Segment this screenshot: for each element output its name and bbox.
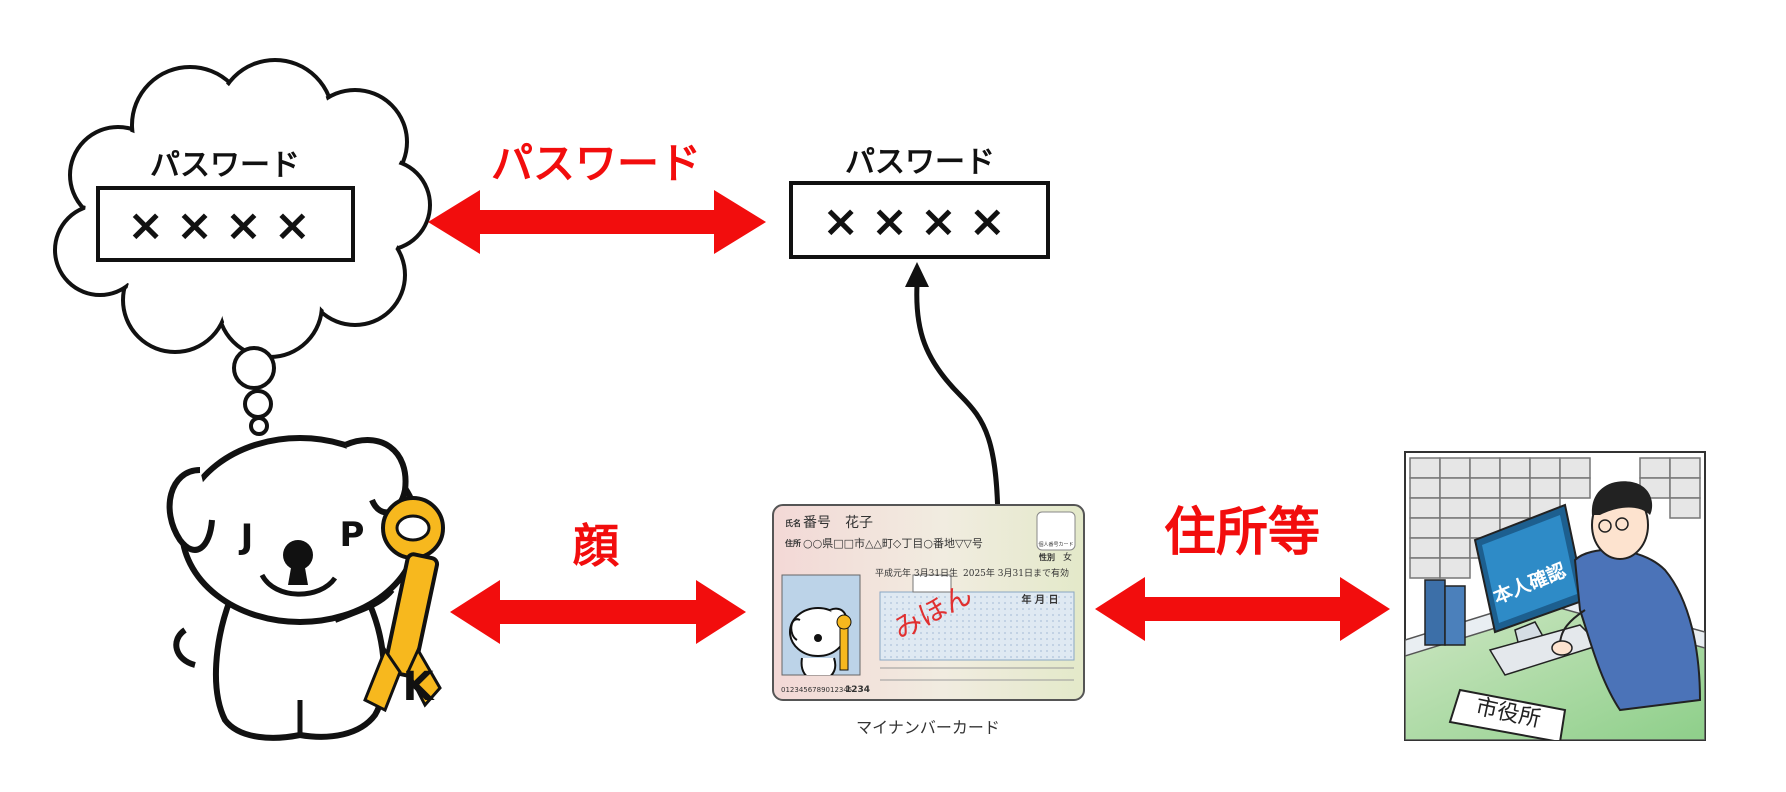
card-name-label: 氏名 <box>785 518 801 528</box>
card-badge: 個人番号カード <box>1038 541 1073 548</box>
office-monitor <box>1473 503 1602 676</box>
card-address-label: 住所 <box>785 538 801 548</box>
server-password-masked: ×××× <box>822 196 1017 247</box>
card-sex-label: 性別 <box>1039 552 1055 562</box>
cloud-password-box <box>96 186 355 262</box>
password-arrow-label: パスワード <box>491 139 701 188</box>
address-arrow-label: 住所等 <box>1164 503 1320 563</box>
address-double-arrow <box>1095 577 1390 641</box>
cloud-password-title: パスワード <box>150 148 300 183</box>
city-office-illustration <box>1404 451 1706 741</box>
mascot-letter-j: J <box>239 517 254 557</box>
card-name-value: 番号 花子 <box>803 515 873 531</box>
card-birth-line: 平成元年 3月31日生 <box>875 567 958 579</box>
server-password-box <box>789 181 1050 259</box>
card-expiry-line: 2025年 3月31日まで有効 <box>963 567 1069 579</box>
cloud-password-masked: ×××× <box>127 200 322 251</box>
card-caption: マイナンバーカード <box>856 718 1000 737</box>
password-double-arrow <box>428 190 766 254</box>
thought-bubbles <box>232 346 276 436</box>
my-number-card <box>772 504 1085 701</box>
office-nameplate <box>1448 688 1567 740</box>
mascot-key-icon <box>363 496 445 713</box>
mascot-letter-p: P <box>340 515 365 555</box>
mascot-dog <box>166 435 421 741</box>
card-number: 0123456789012345 <box>781 686 852 694</box>
face-arrow-label: 顔 <box>573 519 620 573</box>
card-pin: 1234 <box>845 685 870 695</box>
card-sex-value: 女 <box>1063 551 1072 563</box>
card-date-fields: 年 月 日 <box>1022 593 1059 606</box>
thought-cloud <box>53 58 432 436</box>
server-password-title: パスワード <box>845 145 995 180</box>
office-clerk <box>1551 481 1702 712</box>
face-double-arrow <box>450 580 746 644</box>
mascot-letter-k: K <box>403 664 436 710</box>
card-to-password-arrow <box>905 262 1001 531</box>
card-photo-dog <box>789 607 852 675</box>
card-address-value: ○○県□□市△△町◇丁目○番地▽▽号 <box>803 536 983 550</box>
